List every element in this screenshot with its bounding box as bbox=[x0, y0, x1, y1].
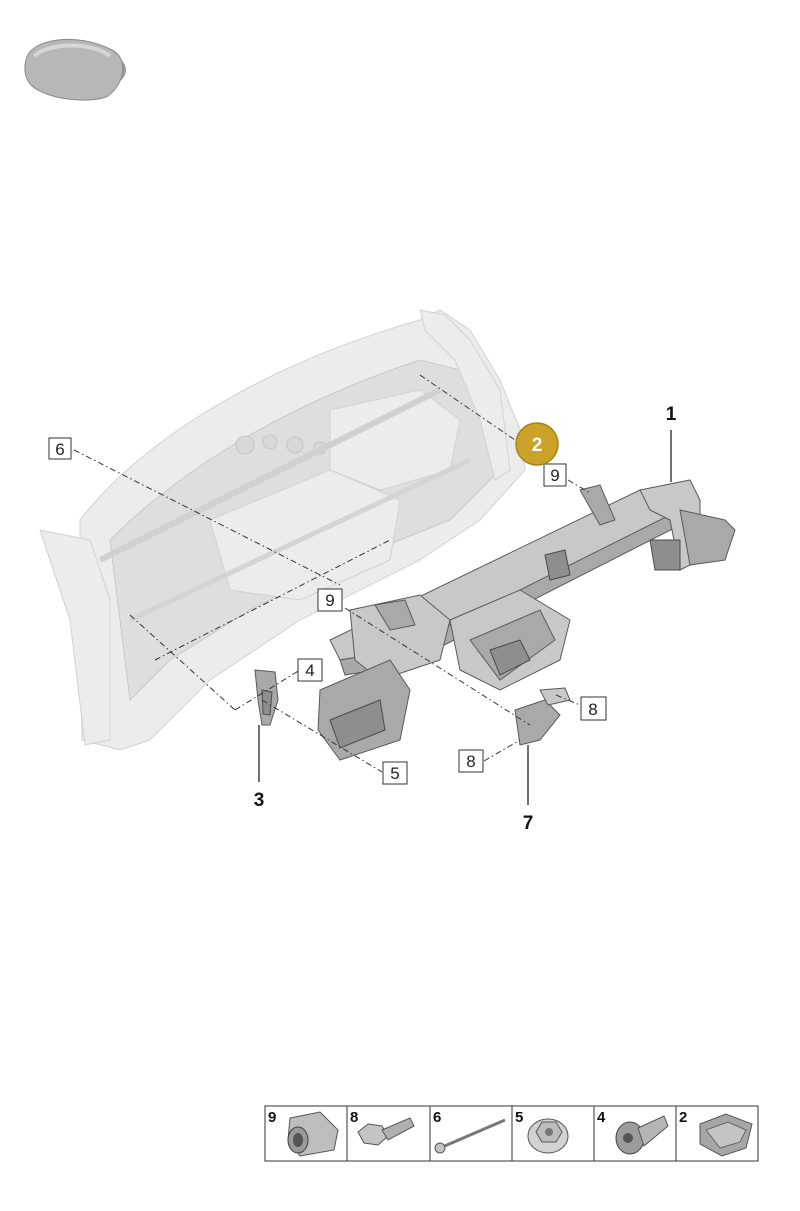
dash-dot-lines bbox=[73, 374, 591, 773]
legend-cell-6[interactable]: 6 bbox=[433, 1109, 506, 1154]
callout-8a-label: 8 bbox=[588, 700, 597, 719]
fastener-legend: 9 8 6 5 bbox=[264, 1105, 759, 1162]
legend-cell-8[interactable]: 8 bbox=[350, 1109, 415, 1146]
legend-num-6: 6 bbox=[433, 1109, 441, 1126]
callout-4[interactable]: 4 bbox=[297, 658, 323, 682]
callout-9a-label: 9 bbox=[550, 466, 559, 485]
callout-5[interactable]: 5 bbox=[382, 761, 408, 785]
bracket-part-3 bbox=[254, 669, 279, 726]
legend-num-4: 4 bbox=[597, 1109, 606, 1126]
callout-8b-label: 8 bbox=[466, 752, 475, 771]
body-structure-ghost bbox=[39, 309, 526, 751]
callout-6[interactable]: 6 bbox=[48, 437, 72, 460]
callout-2-highlight[interactable]: 2 bbox=[515, 422, 559, 466]
bracket-part-7 bbox=[514, 687, 571, 746]
callout-8a[interactable]: 8 bbox=[580, 696, 607, 721]
legend-cell-2[interactable]: 2 bbox=[679, 1109, 753, 1157]
callout-9a[interactable]: 9 bbox=[543, 463, 567, 487]
label-part-7: 7 bbox=[523, 813, 534, 834]
label-part-3: 3 bbox=[254, 790, 265, 811]
legend-num-8: 8 bbox=[350, 1109, 358, 1126]
sealing-pad-icon bbox=[699, 1113, 753, 1157]
callout-8b[interactable]: 8 bbox=[458, 749, 484, 773]
hex-nut-icon bbox=[527, 1118, 569, 1154]
legend-cell-5[interactable]: 5 bbox=[515, 1109, 569, 1154]
callout-5-label: 5 bbox=[390, 764, 399, 783]
callout-9b[interactable]: 9 bbox=[317, 588, 343, 612]
callout-6-label: 6 bbox=[55, 440, 64, 459]
cross-member-part bbox=[317, 479, 736, 761]
torx-bolt-icon bbox=[615, 1115, 669, 1155]
callout-9b-label: 9 bbox=[325, 591, 334, 610]
legend-cell-4[interactable]: 4 bbox=[597, 1109, 669, 1155]
legend-cell-9[interactable]: 9 bbox=[268, 1109, 339, 1157]
legend-num-5: 5 bbox=[515, 1109, 523, 1126]
label-part-1: 1 bbox=[666, 404, 677, 425]
vehicle-thumbnail-icon bbox=[24, 38, 126, 101]
callout-4-label: 4 bbox=[305, 661, 314, 680]
hex-bolt-icon bbox=[357, 1117, 415, 1146]
callout-2-label: 2 bbox=[532, 435, 543, 456]
legend-num-9: 9 bbox=[268, 1109, 276, 1126]
legend-num-2: 2 bbox=[679, 1109, 687, 1126]
long-bolt-icon bbox=[434, 1118, 506, 1154]
solid-leaders bbox=[258, 430, 672, 805]
flanged-nut-icon bbox=[287, 1111, 339, 1157]
